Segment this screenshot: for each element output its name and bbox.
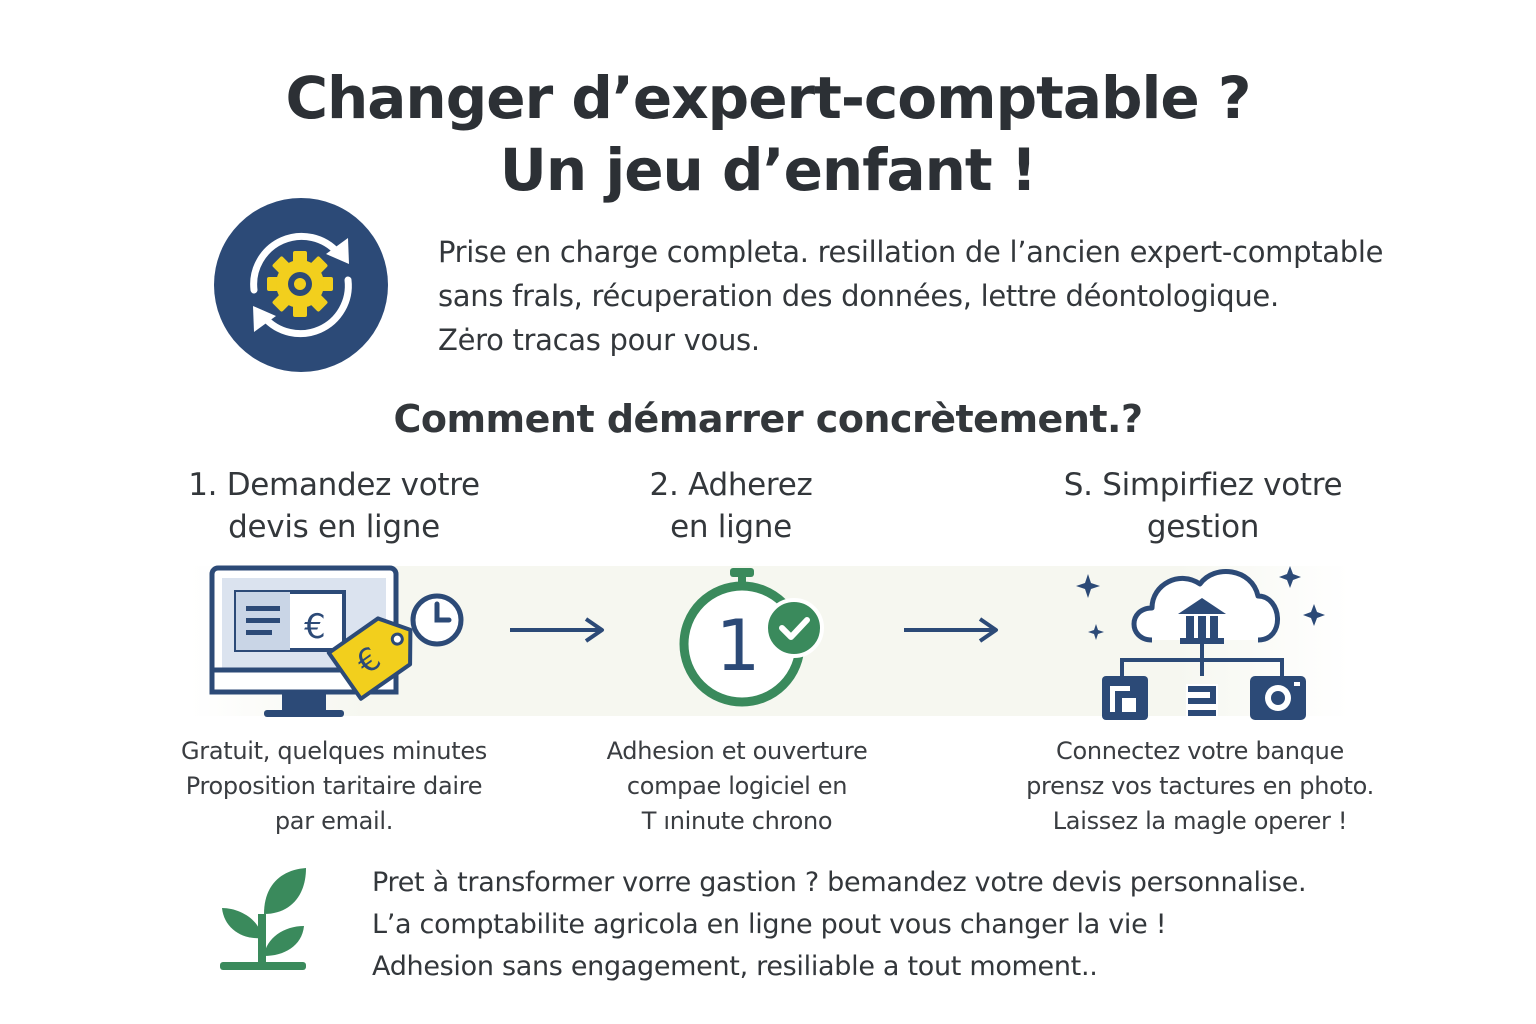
- arrow-right-icon: [510, 617, 604, 643]
- arrow-right-icon: [904, 617, 998, 643]
- svg-text:€: €: [304, 607, 326, 647]
- page-title: Changer d’expert-comptable ? Un jeu d’en…: [0, 62, 1536, 206]
- timer-digit: 1: [716, 605, 761, 687]
- intro-line-1: Prise en charge completa. resillation de…: [438, 235, 1384, 269]
- step-1-desc-line-1: Gratuit, quelques minutes: [180, 737, 487, 765]
- step-3-desc-line-2: prensz vos tactures en photo.: [1026, 772, 1374, 800]
- step-2-desc-line-2: compae logiciel en: [626, 772, 848, 800]
- intro-line-3: Zėro tracas pour vous.: [438, 323, 760, 357]
- sync-gear-icon: [214, 198, 388, 372]
- step-3-desc-line-1: Connectez votre banque: [1055, 737, 1345, 765]
- step-1-desc-line-3: par email.: [274, 807, 394, 835]
- step-3-title-line-1: S. Simpirfiez votre: [1063, 467, 1343, 503]
- step-2-title-line-1: 2. Adherez: [649, 467, 813, 503]
- step-3-desc-line-3: Laissez la magle operer !: [1052, 807, 1348, 835]
- cta-text: Pret à transformer vorre gastion ? beman…: [372, 862, 1472, 988]
- intro-text: Prise en charge completa. resillation de…: [438, 230, 1498, 362]
- cta-line-3: Adhesion sans engagement, resiliable a t…: [372, 951, 1098, 982]
- step-3-description: Connectez votre banque prensz vos tactur…: [990, 734, 1410, 839]
- cta-line-2: L’a comptabilite agricola en ligne pout …: [372, 909, 1167, 940]
- intro-line-2: sans frals, récuperation des données, le…: [438, 279, 1279, 313]
- step-1-desc-line-2: Proposition taritaire daire: [185, 772, 483, 800]
- step-3-title-line-2: gestion: [1146, 509, 1260, 545]
- cta-line-1: Pret à transformer vorre gastion ? beman…: [372, 867, 1307, 898]
- section-title: Comment démarrer concrètement.?: [393, 397, 1143, 441]
- step-1-title-line-2: devis en ligne: [228, 509, 440, 545]
- step-2-title: 2. Adherez en ligne: [521, 464, 941, 548]
- step-1-description: Gratuit, quelques minutes Proposition ta…: [124, 734, 544, 839]
- title-line-2: Un jeu d’enfant !: [499, 136, 1038, 204]
- step-2-description: Adhesion et ouverture compae logiciel en…: [527, 734, 947, 839]
- step-2-desc-line-3: T ıninute chrono: [641, 807, 833, 835]
- step-2-title-line-2: en ligne: [670, 509, 792, 545]
- step-1-title: 1. Demandez votre devis en ligne: [124, 464, 544, 548]
- step-1-title-line-1: 1. Demandez votre: [188, 467, 480, 503]
- plant-sprout-icon: [220, 868, 306, 970]
- step-3-title: S. Simpirfiez votre gestion: [993, 464, 1413, 548]
- timer-check-icon: 1: [679, 568, 824, 707]
- step-2-desc-line-1: Adhesion et ouverture: [606, 737, 868, 765]
- title-line-1: Changer d’expert-comptable ?: [285, 64, 1251, 132]
- cloud-bank-icon: [1076, 566, 1325, 720]
- computer-quote-icon: € €: [209, 565, 464, 717]
